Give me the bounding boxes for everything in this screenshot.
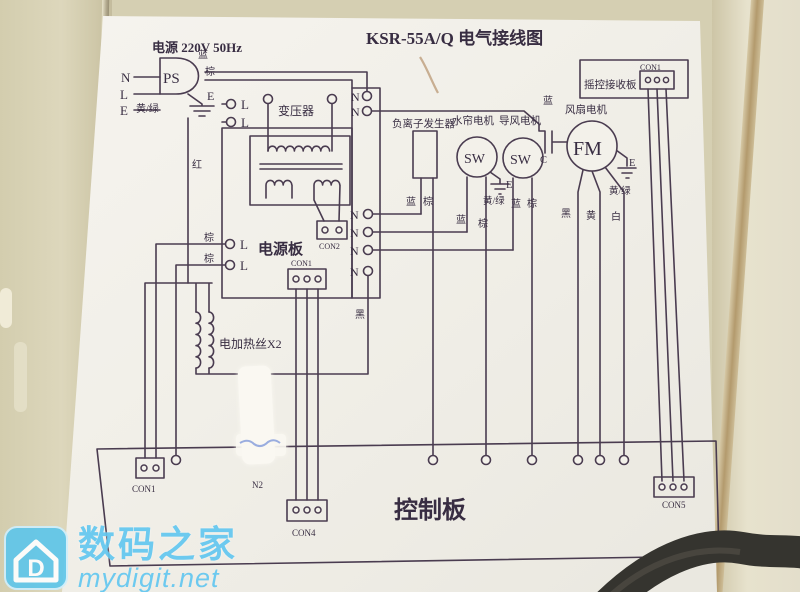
fm-label: FM	[573, 138, 602, 160]
fan-motor-symbol	[566, 120, 618, 172]
con4-label: CON4	[292, 528, 316, 538]
con2-bottom-label: N2	[252, 480, 263, 490]
guide-motor-symbol	[502, 137, 544, 179]
terminal-n: N	[351, 105, 360, 119]
cable-highlight	[610, 547, 741, 592]
wire-yellow-green: 黄/绿	[483, 195, 505, 207]
plug-ps: PS	[163, 71, 180, 87]
transformer-label: 变压器	[278, 103, 314, 118]
wire-red: 红	[192, 158, 202, 171]
wire-black: 黑	[355, 309, 365, 321]
terminal-n: N	[350, 244, 359, 258]
wire-blue: 蓝	[511, 198, 521, 210]
pin-n: N	[121, 70, 131, 85]
scratch-mark	[419, 56, 439, 94]
guide-motor-label: 导风电机	[499, 114, 541, 127]
connector-pins	[140, 76, 688, 514]
control-board-label: 控制板	[394, 496, 467, 524]
terminal-n: N	[350, 226, 359, 240]
ground-e: E	[629, 158, 635, 169]
watermark-site-name: 数码之家	[78, 524, 238, 565]
pin-e: E	[120, 103, 128, 118]
wire-blue: 蓝	[543, 95, 553, 107]
wire-brown: 棕	[478, 217, 488, 230]
wire-brown: 棕	[204, 252, 214, 265]
wire-brown: 棕	[204, 231, 214, 244]
wire-brown: 棕	[423, 195, 433, 208]
wire-brown: 棕	[527, 197, 537, 210]
wire-blue: 蓝	[456, 214, 466, 226]
terminal-n: N	[350, 208, 359, 222]
terminal-n: N	[350, 265, 359, 279]
wire-white: 白	[611, 210, 621, 223]
ion-generator-label: 负离子发生器	[392, 117, 455, 130]
wire-blue: 蓝	[198, 49, 208, 61]
remote-board-label: 摇控接收板	[584, 78, 637, 91]
con1-label: CON1	[291, 259, 312, 268]
wire-brown: 棕	[205, 65, 215, 78]
heater-label: 电加热丝X2	[219, 337, 282, 351]
fan-motor-label: 风扇电机	[565, 103, 607, 116]
power-cable	[597, 530, 800, 592]
water-motor-symbol	[456, 136, 498, 178]
wire-blue: 蓝	[406, 196, 416, 208]
terminal-nodes	[170, 90, 630, 466]
paint-chip	[14, 342, 27, 412]
con1-remote-label: CON1	[640, 63, 661, 72]
ground-e: E	[506, 180, 512, 191]
pin-l: L	[120, 87, 128, 102]
ground-e: E	[207, 89, 214, 103]
sw1-label: SW	[464, 152, 486, 167]
capacitor-label: C	[540, 155, 547, 166]
terminal-l: L	[241, 97, 249, 112]
wire-yellow-green: 黄/绿	[136, 102, 159, 115]
wire-yellow: 黄	[586, 209, 596, 222]
terminal-l: L	[241, 115, 249, 130]
watermark: D 数码之家 mydigit.net	[4, 526, 238, 592]
svg-text:D: D	[27, 555, 44, 582]
con2-label: CON2	[319, 242, 340, 251]
terminal-n: N	[351, 90, 360, 104]
sw2-label: SW	[510, 153, 532, 168]
terminal-l: L	[240, 258, 248, 273]
power-spec: 电源 220V 50Hz	[152, 40, 242, 55]
con5-label: CON5	[662, 500, 686, 510]
mydigit-logo-icon: D	[4, 526, 68, 590]
wire-yellow-green: 黄/绿	[609, 185, 631, 197]
diagram-title: KSR-55A/Q 电气接线图	[366, 28, 543, 48]
water-motor-label: 水帘电机	[452, 114, 494, 127]
terminal-l: L	[240, 237, 248, 252]
power-board-label: 电源板	[258, 240, 304, 258]
con1-bottom-label: CON1	[132, 484, 156, 494]
wire-black: 黑	[561, 208, 571, 220]
watermark-site-url: mydigit.net	[78, 563, 220, 592]
paint-chip	[0, 288, 12, 328]
wires-layer	[96, 57, 720, 567]
